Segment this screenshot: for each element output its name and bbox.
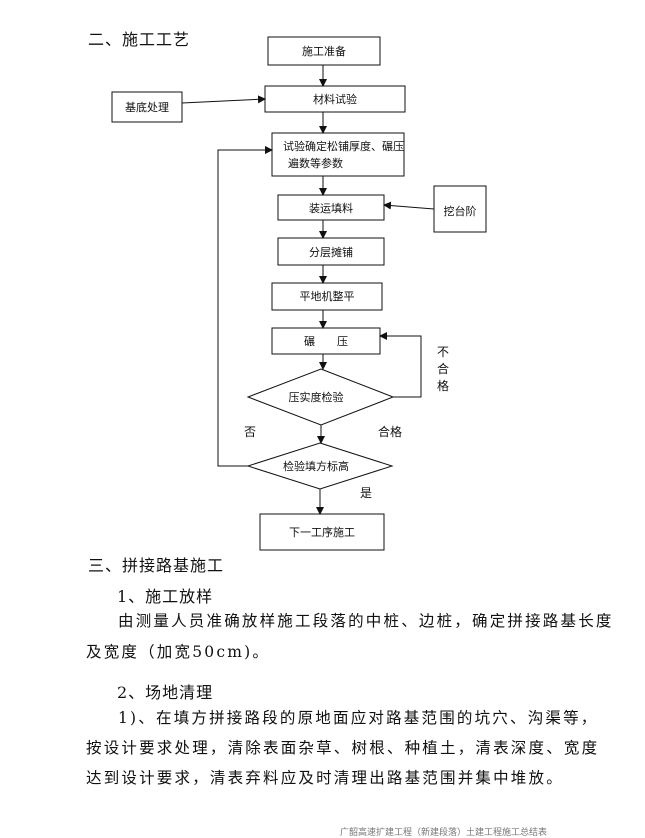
node-elevation-check-label: 检验填方标高 [283,459,349,473]
page-footer: 广韶高速扩建工程（新建段落）土建工程施工总结表 [340,828,548,838]
arrow-stepdig-to-transport [383,201,435,210]
node-base-treatment-label: 基底处理 [125,100,169,114]
subsection-2-line-1: 1)、在填方拼接路段的原地面应对路基范围的坑穴、沟渠等， [118,709,599,727]
node-trial-label-line2: 遍数等参数 [288,156,343,170]
subsection-1-title: 1、施工放样 [117,587,214,606]
node-base-treatment-box [111,91,183,123]
label-yes: 是 [360,486,372,500]
subsection-2-line-2: 按设计要求处理，清除表面杂草、树根、种植土，清表深度、宽度 [86,739,600,757]
label-fail-char-1: 不 [437,345,449,359]
section-2-title: 二、施工工艺 [88,30,191,49]
node-roll-label: 碾 压 [304,335,348,348]
node-layer-spread-box [277,237,385,266]
subsection-2-line-3: 达到设计要求，清表弃料应及时清理出路基范围并集中堆放。 [86,769,564,787]
label-no: 否 [244,425,256,439]
construction-flowchart: 施工准备 材料试验 基底处理 试验确定松铺厚度、碾压 遍数等参数 装运填料 挖台… [111,36,487,551]
arrow-no-loop-to-trial [217,146,273,467]
arrow-base-to-material [181,95,266,104]
label-pass: 合格 [378,424,402,439]
section-3-title: 三、拼接路基施工 [88,556,225,575]
node-grader-label: 平地机整平 [300,289,355,303]
arrow-fail-loop-to-roll [379,332,422,398]
node-trial-box [271,132,405,177]
label-fail-char-3: 格 [437,378,449,393]
node-step-dig-label: 挖台阶 [444,204,477,218]
node-transport-label: 装运填料 [309,201,353,215]
node-grader-box [271,282,383,311]
node-compaction-check-label: 压实度检验 [289,390,344,404]
node-layer-spread-label: 分层摊铺 [309,245,353,259]
node-prep-box [267,36,381,66]
subsection-1-line-2: 及宽度（加宽50cm)。 [86,643,271,661]
label-fail-char-2: 合 [437,361,449,376]
node-prep-label: 施工准备 [302,44,346,58]
node-material-test-label: 材料试验 [313,92,357,106]
subsection-1-line-1: 由测量人员准确放样施工段落的中桩、边桩，确定拼接路基长度 [118,612,614,630]
node-trial-label-line1: 试验确定松铺厚度、碾压 [283,139,404,153]
node-next-label: 下一工序施工 [289,525,355,539]
subsection-2-title: 2、场地清理 [117,683,214,702]
